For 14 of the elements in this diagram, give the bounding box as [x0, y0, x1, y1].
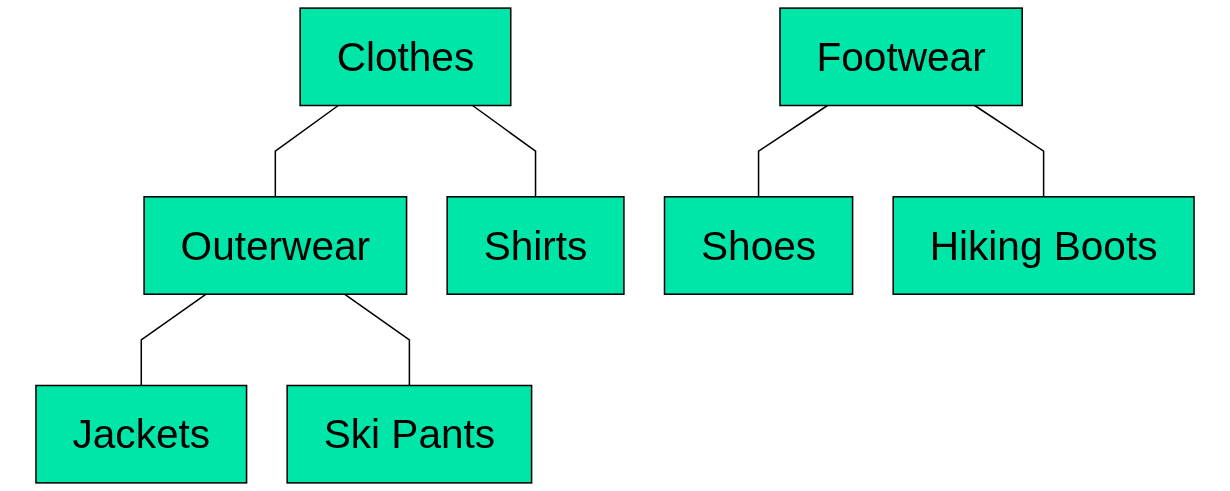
node-box: Footwear: [779, 7, 1023, 107]
connector: [471, 104, 537, 198]
connector: [140, 293, 207, 387]
node-box: Outerwear: [143, 196, 408, 295]
node-box: Ski Pants: [286, 384, 533, 484]
connector: [343, 293, 411, 387]
connector: [757, 104, 829, 198]
node-box: Jackets: [35, 384, 248, 484]
node-box: Shirts: [446, 196, 625, 295]
node-box: Hiking Boots: [892, 196, 1195, 295]
connector: [274, 104, 340, 198]
node-box: Shoes: [663, 196, 854, 295]
connector: [973, 104, 1045, 198]
node-box: Clothes: [299, 7, 512, 107]
